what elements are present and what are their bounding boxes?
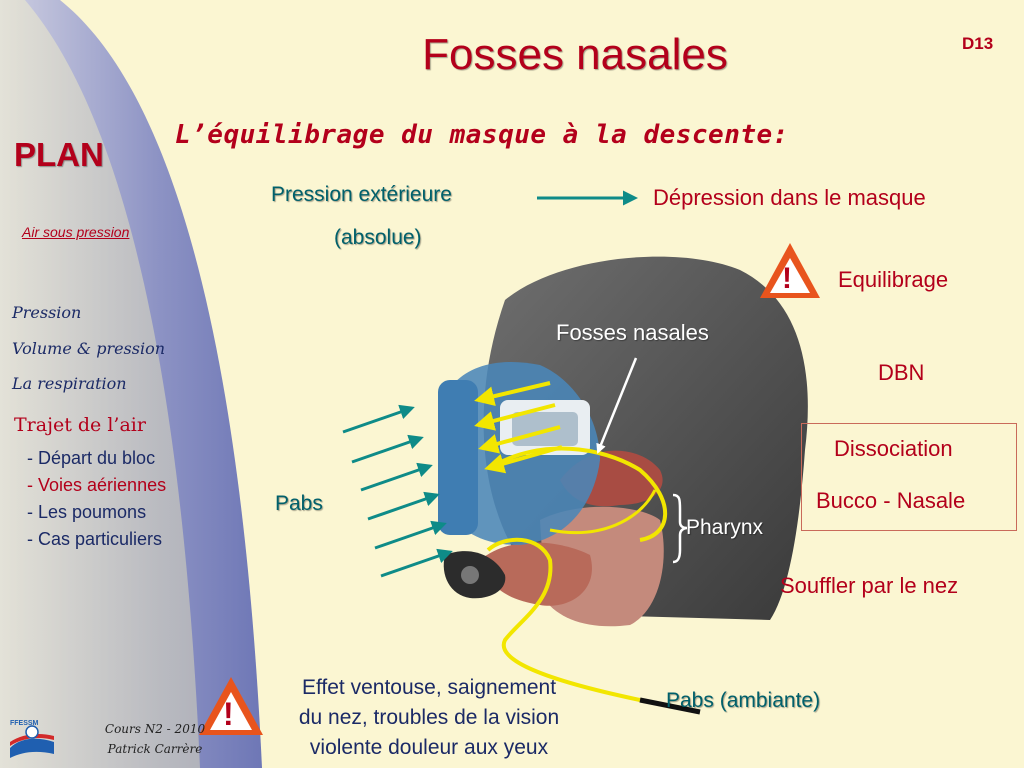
warning-exclamation-bottom: ! [223,696,234,732]
label-pabs-ambiante: Pabs (ambiante) [666,689,821,712]
warning-triangle-bottom [199,677,263,735]
nav-item-respiration[interactable]: La respiration [12,374,127,393]
dissociation-box [801,423,1017,531]
plan-title: PLAN [14,136,104,173]
footer-course: Cours N2 - 2010 Patrick Carrère [90,719,220,759]
mask-frame [438,380,478,535]
warning-exclamation-top: ! [782,262,792,295]
slide-id: D13 [962,34,994,53]
pressure-arrow [342,404,415,434]
warning-effects-text: Effet ventouse, saignement du nez, troub… [268,673,590,763]
effect-line-3: violente douleur aux yeux [309,736,549,759]
logo-text: FFESSM [10,720,39,727]
nav-sub-voies-aeriennes[interactable]: - Voies aériennes [27,475,167,495]
throat-air-path [486,537,641,702]
nav-item-trajet-air[interactable]: Trajet de l’air [14,414,146,436]
label-dissociation: Dissociation [834,436,953,461]
nav-sub-depart-bloc[interactable]: - Départ du bloc [27,448,156,468]
fosses-pointer [596,357,638,454]
ffessm-logo-icon [10,725,54,758]
label-pression-exterieure: Pression extérieure [271,183,452,206]
label-dbn: DBN [878,360,925,385]
yellow-arrow [474,381,551,407]
label-fosses-nasales: Fosses nasales [556,320,709,345]
footer-author: Patrick Carrère [107,742,203,756]
yellow-arrow [484,445,563,474]
pressure-arrow [351,434,424,464]
slide-subtitle: L’équilibrage du masque à la descente: [175,120,789,150]
effect-line-1: Effet ventouse, saignement [301,676,557,699]
effect-line-2: du nez, troubles de la vision [298,706,560,729]
pressure-arrow [374,520,447,550]
label-souffler: Souffler par le nez [780,573,959,598]
nav-item-volume-pression[interactable]: Volume & pression [12,339,166,358]
warning-triangle-top [760,243,820,298]
label-equilibrage: Equilibrage [838,267,949,292]
pharynx-brace [672,493,688,564]
label-pabs: Pabs [275,492,323,515]
label-depression: Dépression dans le masque [653,185,926,210]
yellow-arrow [474,403,556,431]
label-absolue: (absolue) [334,226,422,249]
nav-item-pression[interactable]: Pression [12,303,82,322]
nav-sub-cas-particuliers[interactable]: - Cas particuliers [27,529,163,549]
footer-course-line: Cours N2 - 2010 [104,722,206,736]
nav-sub-poumons[interactable]: - Les poumons [27,502,147,522]
label-pharynx: Pharynx [686,516,764,539]
slide-title: Fosses nasales [422,30,728,79]
pressure-arrow [380,548,453,578]
label-bucco-nasale: Bucco - Nasale [816,488,966,513]
plan-subtitle-link[interactable]: Air sous pression [22,224,130,240]
pressure-arrow [360,462,433,492]
yellow-arrow [478,425,561,454]
pressure-arrow [367,491,440,521]
